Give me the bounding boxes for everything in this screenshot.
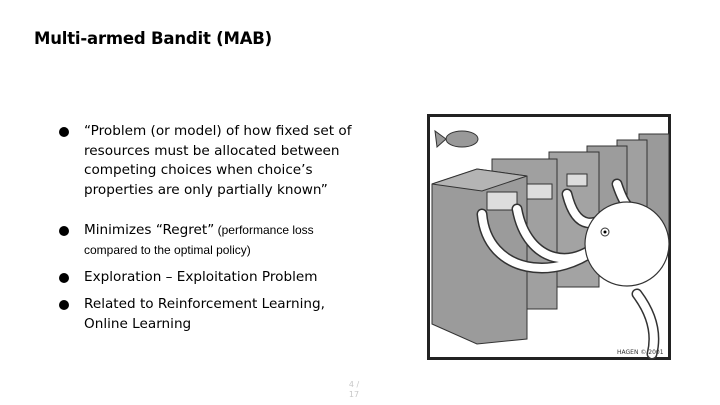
cartoon-signature: HAGEN © 2001 [617,349,664,356]
bullet-item: Related to Reinforcement Learning, Onlin… [59,295,364,334]
page-total: 17 [348,390,360,399]
bullet-dot-icon [59,127,69,137]
bullet-dot-icon [59,300,69,310]
bullet-dot-icon [59,226,69,236]
slide-title: Multi-armed Bandit (MAB) [34,29,273,48]
page-number: 4 / 17 [344,380,364,400]
octopus-icon [584,201,670,287]
bullet-text: “Problem (or model) of how fixed set of … [84,123,352,198]
bullet-note: (performance loss compared to the optima… [84,223,314,257]
octopus-slot-machines-cartoon: HAGEN © 2001 [427,114,671,360]
bullet-item: Minimizes “Regret” (performance loss com… [59,221,364,260]
bullet-text: Exploration – Exploitation Problem [84,269,318,285]
bullet-item: “Problem (or model) of how fixed set of … [59,122,354,200]
bullet-text: Related to Reinforcement Learning, Onlin… [84,296,325,332]
page-current: 4 / [348,380,360,389]
bullet-text: Minimizes “Regret” [84,222,215,238]
fish-icon [434,129,479,149]
bullet-item: Exploration – Exploitation Problem [59,268,384,288]
bullet-dot-icon [59,273,69,283]
